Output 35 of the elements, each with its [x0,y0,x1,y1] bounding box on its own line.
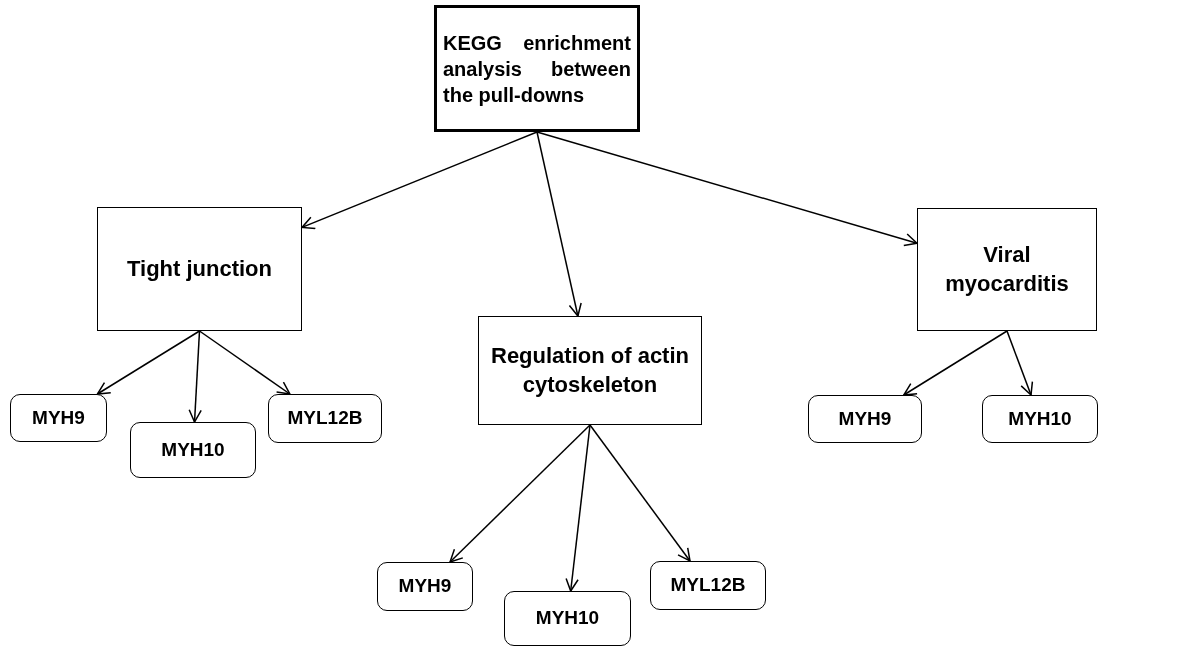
pathway-box [478,316,702,425]
gene-name: MYH9 [32,405,85,430]
gene-box [130,422,256,478]
arrow [449,424,591,563]
pathway-box [917,208,1097,331]
gene-box [808,395,922,443]
arrow [565,424,591,592]
gene-box [982,395,1098,443]
arrow [301,131,538,230]
gene-name: MYH10 [1008,406,1072,431]
gene-box [650,561,766,610]
title-box [434,5,640,132]
gene-box [268,394,382,443]
gene-name: MYH9 [398,574,452,599]
gene-name: MYH10 [535,606,600,631]
arrow [1006,330,1034,396]
gene-name: MYL12B [670,573,746,598]
gene-name: MYH9 [838,406,892,431]
gene-box [504,591,631,646]
pathway-box [97,207,302,331]
arrow [188,330,202,423]
arrow [536,131,582,317]
arrow [536,131,918,247]
box-label: Regulation of actin cytoskeleton [490,341,690,399]
arrow [589,424,691,562]
box-label: Viral myocarditis [944,240,1070,298]
gene-box [10,394,107,442]
gene-box [377,562,473,611]
gene-name: MYH10 [161,437,225,462]
box-label: Tight junction [127,254,272,283]
arrow [96,330,201,395]
arrow [198,330,291,395]
arrow [903,330,1008,396]
gene-name: MYL12B [287,406,363,431]
box-label: KEGG enrichment analysis between the pull-downs [443,30,631,108]
